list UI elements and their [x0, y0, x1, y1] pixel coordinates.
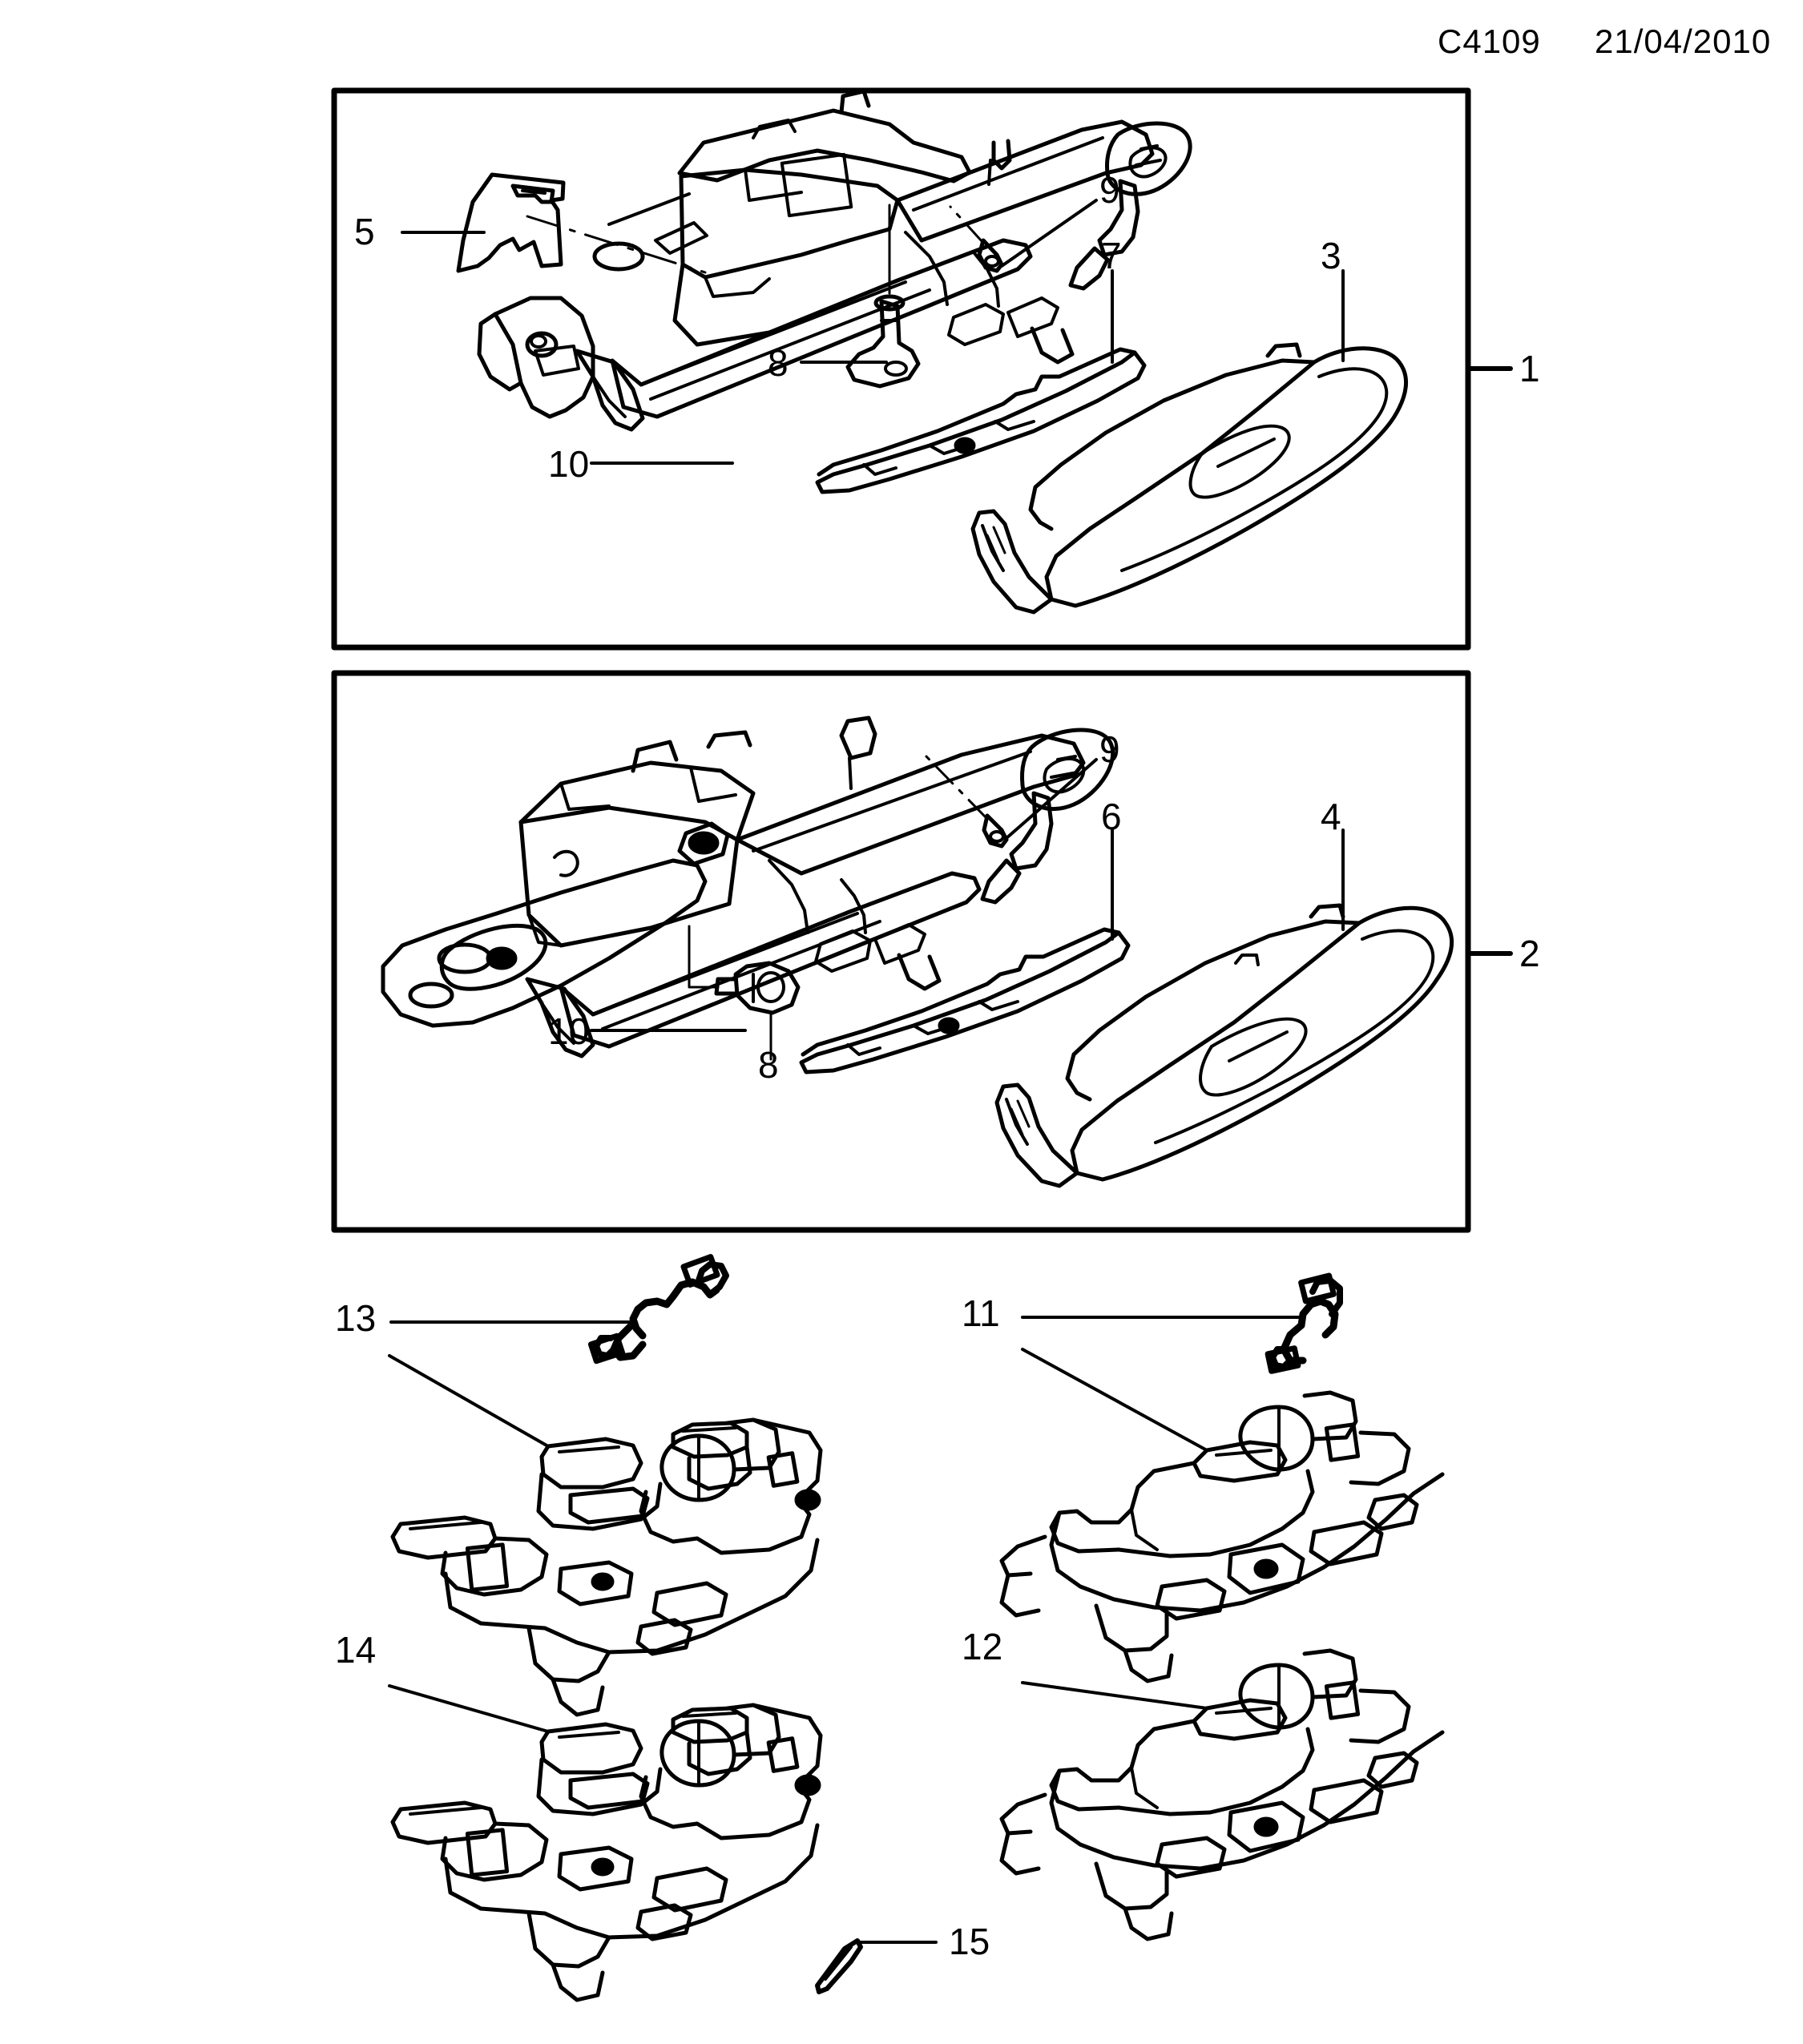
- callout-label-9-panel-2: 9: [1099, 728, 1120, 770]
- part-13-harness: [587, 1254, 729, 1365]
- part-2-glove-box-frame: [381, 716, 1115, 1058]
- callout-label-3: 3: [1321, 235, 1341, 276]
- part-15-clip: [815, 1938, 863, 1994]
- latch-assembly-lower-left: [390, 1703, 823, 2002]
- drawing-code: C4109: [1438, 22, 1541, 60]
- part-6-door-inner-trim: [799, 927, 1131, 1074]
- part-11-leader-diagonal: [1021, 1348, 1208, 1452]
- callout-label-10-panel-1: 10: [548, 443, 590, 485]
- item-label-12: 12: [962, 1626, 1003, 1667]
- drawing-date: 21/04/2010: [1595, 22, 1772, 60]
- callout-label-7: 7: [1101, 235, 1122, 276]
- part-13-leader-diagonal: [388, 1354, 550, 1448]
- callout-label-5: 5: [354, 211, 375, 252]
- part-8-damper-panel-2: [688, 925, 801, 1061]
- callout-label-6: 6: [1101, 796, 1122, 837]
- latch-assembly-upper-right: [999, 1390, 1445, 1683]
- item-label-15: 15: [949, 1921, 990, 1962]
- part-4-door-outer: [994, 903, 1454, 1188]
- part-5-end-cover: [456, 172, 566, 273]
- part-7-door-inner-trim: [815, 347, 1147, 494]
- callout-label-4: 4: [1321, 796, 1341, 837]
- part-3-door-outer: [970, 342, 1409, 615]
- part-8-damper-panel-1: [845, 204, 921, 389]
- part-14-leader-diagonal: [388, 1684, 550, 1733]
- callout-label-8-panel-1: 8: [768, 342, 789, 384]
- part-12-leader-diagonal: [1021, 1681, 1208, 1710]
- assembly-label-1: 1: [1519, 348, 1540, 389]
- item-label-14: 14: [335, 1629, 377, 1671]
- callout-label-8-panel-2: 8: [758, 1044, 779, 1086]
- part-9-lamp-panel-1: [949, 205, 1004, 273]
- latch-assembly-upper-left: [390, 1417, 823, 1717]
- part-1-glove-box-frame: [477, 89, 1192, 432]
- callout-9-line-p1: [1000, 199, 1098, 268]
- part-11-harness: [1265, 1272, 1343, 1374]
- assembly-label-2: 2: [1519, 933, 1540, 974]
- callout-label-9-panel-1: 9: [1099, 169, 1120, 211]
- part-9-lamp-panel-2: [922, 752, 1009, 849]
- item-label-13: 13: [335, 1297, 377, 1339]
- callout-9-line-p2: [1005, 758, 1098, 840]
- item-label-11: 11: [962, 1292, 1000, 1334]
- callout-label-10-panel-2: 10: [548, 1010, 590, 1052]
- latch-assembly-lower-right: [999, 1648, 1445, 1941]
